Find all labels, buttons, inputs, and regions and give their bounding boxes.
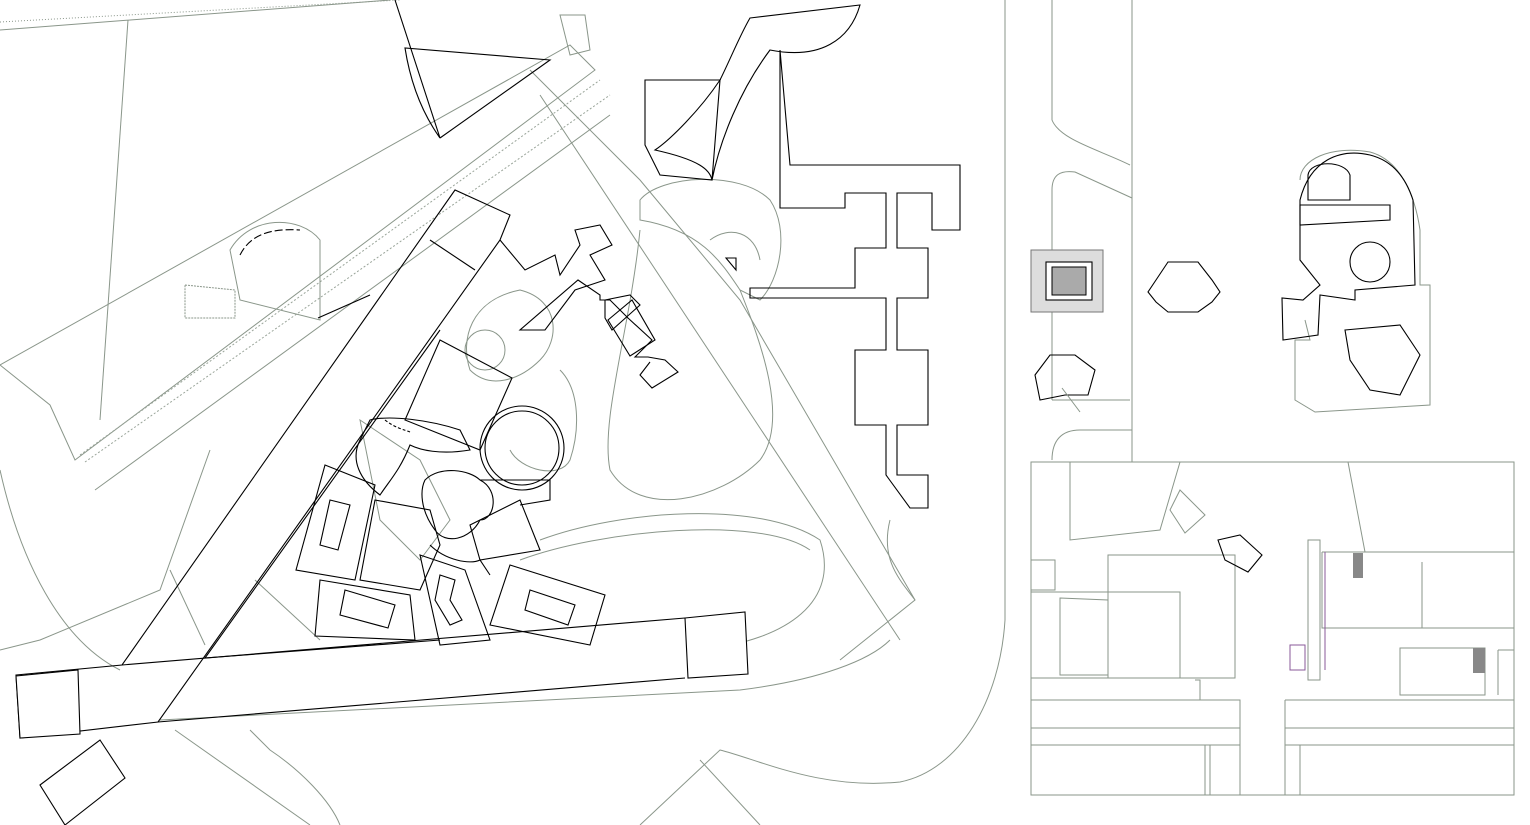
small-plan-square-building — [1030, 249, 1104, 313]
right-viewport-context — [1030, 0, 1515, 796]
main-building-outlines — [15, 0, 961, 825]
small-plan-cluster — [1034, 354, 1263, 573]
small-plan-octagon — [1147, 261, 1221, 313]
site-context-lines — [0, 0, 1006, 825]
small-plan-large-building — [1281, 149, 1431, 413]
